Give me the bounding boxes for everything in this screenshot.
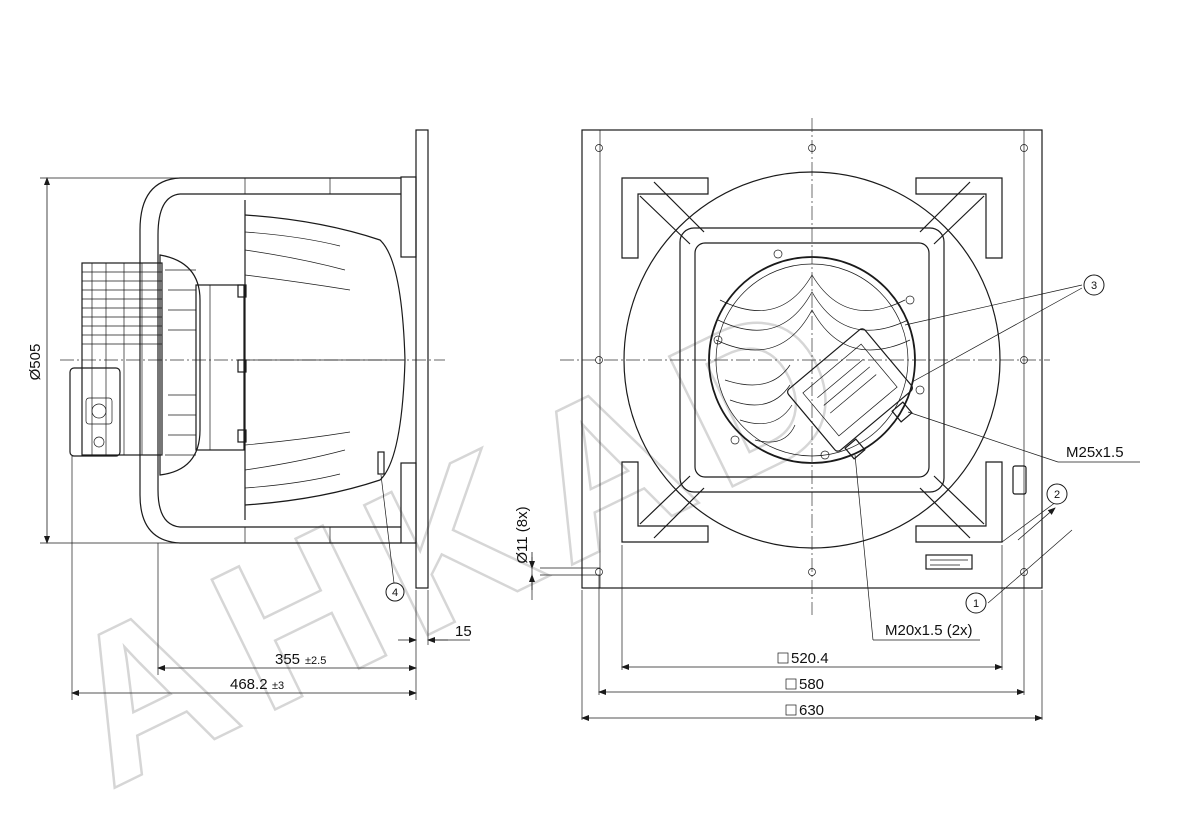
mounting-holes: [595, 144, 1028, 576]
callout-4: 4: [392, 587, 398, 599]
length-355-label: 355: [275, 651, 300, 668]
length-468-label: 468.2: [230, 676, 268, 693]
m20-gland-label: M20x1.5 (2x): [885, 622, 973, 639]
callout-2: 2: [1054, 489, 1060, 501]
flange-15-label: 15: [455, 623, 472, 640]
side-flange-plate: [415, 129, 429, 589]
square-580-label: 580: [799, 676, 824, 693]
square-630-label: 630: [799, 702, 824, 719]
diameter-505-label: Ø505: [27, 344, 44, 381]
electronics-box: [787, 328, 913, 452]
m25-gland-label: M25x1.5: [1066, 444, 1124, 461]
watermark: AHKAD: [25, 246, 893, 820]
hole-diameter-label: Ø11 (8x): [514, 506, 531, 563]
side-view: Ø505 355 ±2.5 468.2 ±3 15 4: [27, 129, 472, 700]
motor-disc: [708, 256, 916, 464]
callout-1: 1: [973, 598, 979, 610]
callout-3: 3: [1091, 280, 1097, 292]
length-355-tolerance: ±2.5: [305, 655, 326, 667]
front-view: Ø11 (8x) 520.4 580 630 3 M25x1.5 M20x1.5…: [514, 118, 1140, 721]
square-520-label: 520.4: [791, 650, 829, 667]
watermark-text: AHKAD: [27, 247, 892, 820]
length-468-tolerance: ±3: [272, 680, 284, 692]
